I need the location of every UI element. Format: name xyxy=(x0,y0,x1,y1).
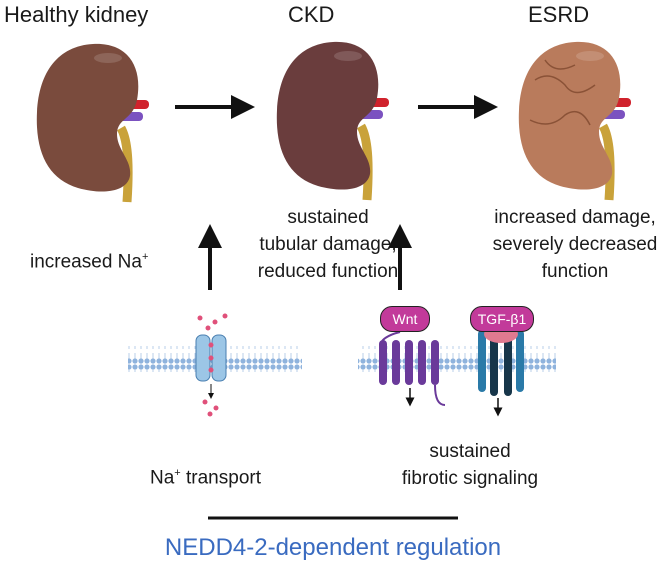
line: increased damage, xyxy=(494,207,656,228)
superscript: + xyxy=(174,467,181,479)
cell-membrane xyxy=(358,346,556,372)
line: reduced function xyxy=(257,261,399,282)
line: fibrotic signaling xyxy=(401,468,539,489)
label-text: Na xyxy=(150,467,175,489)
line: severely decreased xyxy=(492,234,658,255)
label-text: transport xyxy=(180,467,261,489)
line: function xyxy=(541,261,609,282)
label-text: increased Na xyxy=(30,251,142,273)
fibrotic-signaling-label: sustained fibrotic signaling xyxy=(380,438,560,492)
stage-title-esrd: ESRD xyxy=(528,2,590,27)
line: tubular damage, xyxy=(259,234,397,255)
superscript: + xyxy=(141,251,149,263)
stage-title-healthy: Healthy kidney xyxy=(4,2,149,27)
healthy-kidney-image xyxy=(37,44,149,202)
increased-na-label: increased Na+ xyxy=(30,251,149,273)
wnt-receptor xyxy=(379,331,446,407)
ckd-description: sustained tubular damage, reduced functi… xyxy=(238,204,418,285)
ckd-kidney-image xyxy=(277,42,389,200)
esrd-kidney-image xyxy=(519,42,631,200)
stage-title-ckd: CKD xyxy=(288,2,335,27)
line: sustained xyxy=(429,441,511,462)
tgf-ligand-label: TGF-β1 xyxy=(470,306,534,332)
na-transport-label: Na+ transport xyxy=(150,467,261,489)
line: sustained xyxy=(287,207,369,228)
wnt-ligand-label: Wnt xyxy=(380,306,430,332)
esrd-description: increased damage, severely decreased fun… xyxy=(478,204,672,285)
sodium-channel xyxy=(195,313,228,417)
footer-title: NEDD4-2-dependent regulation xyxy=(164,534,502,561)
